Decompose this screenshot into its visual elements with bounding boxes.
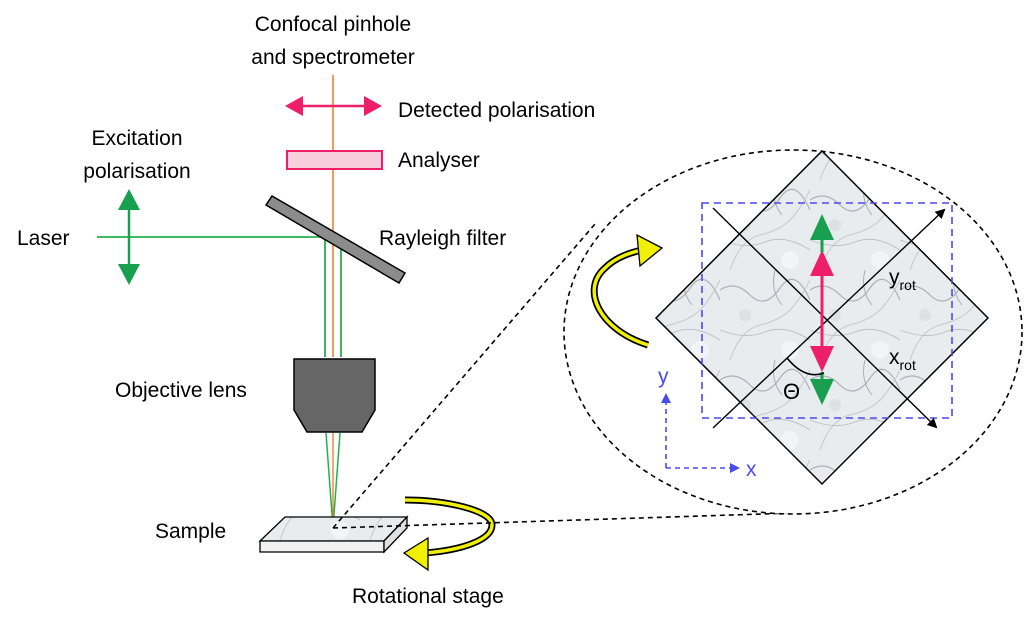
objective-lens-label: Objective lens [115,379,247,402]
rayleigh-filter [264,194,407,285]
theta-label: Θ [783,379,800,404]
objective-lens [293,358,376,433]
detected-polarisation-label: Detected polarisation [398,99,595,122]
lab-frame [701,202,953,419]
excitation-label-line2: polarisation [83,160,190,183]
zoom-line-upper [332,223,596,529]
inset-detected-polarisation-arrow [810,250,834,372]
theta-arc [786,357,825,376]
detected-polarisation-arrow [285,96,382,116]
zoom-line-lower [332,512,794,529]
rayleigh-filter-label: Rayleigh filter [379,227,506,250]
rotation-arrow-stage [402,496,496,572]
x-rot-label: xrot [889,346,916,373]
lab-y-label: y [658,365,669,388]
lab-x-label: x [746,458,757,481]
sample-label: Sample [155,520,226,543]
analyser-label: Analyser [398,149,480,172]
sample-stage [258,515,409,554]
analyser [286,150,383,170]
laser-beam-focus-right [332,432,341,529]
rotational-stage-label: Rotational stage [352,585,504,608]
excitation-polarisation-arrow [118,189,140,285]
y-rot-label: yrot [889,266,916,293]
laser-beam-focus-left [325,432,334,529]
pinhole-label-line2: and spectrometer [251,46,414,69]
rotation-arrow-inset [590,233,664,349]
y-rot-axis [712,208,946,429]
x-rot-axis [712,207,938,429]
laser-label: Laser [17,227,70,250]
pinhole-label-line1: Confocal pinhole [255,13,411,36]
excitation-label-line1: Excitation [91,127,182,150]
